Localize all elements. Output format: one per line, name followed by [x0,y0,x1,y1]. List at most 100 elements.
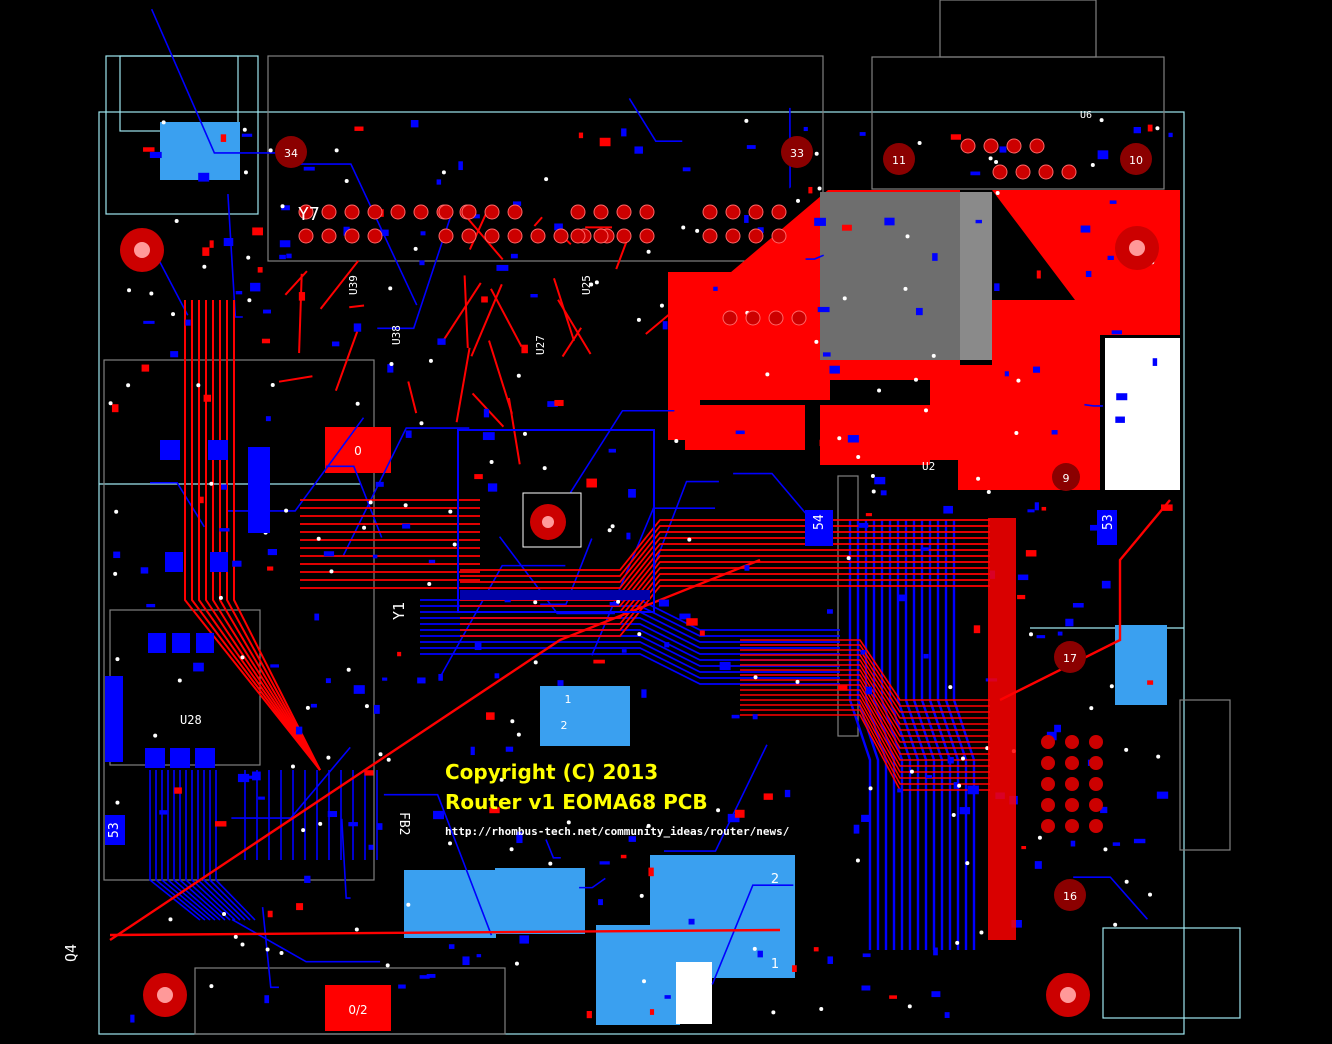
header-pin [593,204,609,220]
via [218,595,223,600]
pad-label-big-b: 0 [354,444,362,458]
smd-pad [1036,635,1046,639]
smd-pad [664,642,670,648]
smd-pad [757,950,763,958]
trace [733,472,812,520]
via [318,821,323,826]
via [905,234,910,239]
smd-pad [263,309,271,314]
via [868,786,873,791]
smd-pad [944,1012,950,1018]
smd-pad [734,809,745,818]
smd-pad [252,771,261,781]
trace [226,300,321,771]
smd-pad [368,844,374,850]
smd-pad [267,910,273,918]
smd-pad [889,995,897,999]
smd-pad [547,401,558,407]
header-pin [461,228,477,244]
via [406,902,411,907]
smd-pad [1115,416,1125,423]
via [284,508,289,513]
via [1109,684,1114,689]
smd-pad [193,662,204,672]
smd-pad [999,146,1007,153]
smd-pad [489,807,500,814]
smd-pad [826,609,833,614]
via [1016,378,1021,383]
smd-pad [1072,603,1084,608]
header-pin [507,204,523,220]
trace [740,679,990,749]
smd-pad [1070,840,1076,847]
header-pin [507,228,523,244]
smd-pad [375,481,384,487]
smd-pad [402,523,411,529]
via [452,542,457,547]
trace [740,689,990,761]
via [448,841,453,846]
smd-pad [428,559,436,564]
via [637,632,642,637]
trace [740,709,990,785]
smd-pad [267,566,274,571]
smd-pad [419,260,425,266]
smd-pad [813,947,819,952]
smd-pad [486,712,495,720]
via [544,177,549,182]
trace [342,427,470,557]
smd-pad [1147,680,1154,685]
via [716,808,721,813]
via [819,1006,824,1011]
smd-pad [1100,806,1108,814]
via [837,436,842,441]
via [516,373,521,378]
via [108,401,113,406]
db-pin [1041,735,1055,749]
smd-pad [303,166,315,171]
smd-pad [973,625,981,634]
header-pin [748,228,764,244]
header-pin [367,204,383,220]
via [842,296,847,301]
header-pin [771,204,787,220]
smd-pad [682,167,691,172]
smd-pad [1168,317,1176,324]
smd-pad [378,229,389,236]
trace [161,770,211,921]
via [344,179,349,184]
smd-pad [141,364,150,372]
smd-pad [437,338,446,345]
smd-pad [1034,861,1042,869]
via [994,160,999,165]
header-pin [791,310,807,326]
smd-pad [1025,550,1037,557]
header-pin [413,204,429,220]
via [168,917,173,922]
trace [109,928,781,937]
trace [740,649,990,713]
header-pin [321,228,337,244]
blue-footprints [105,440,1117,845]
via [246,255,251,260]
smd-pad [621,649,627,653]
via [855,858,860,863]
via [1103,847,1108,852]
header-pin [1029,138,1045,154]
smd-pad [405,430,412,438]
smd-pad [364,770,374,776]
via [771,1010,776,1015]
trace [540,538,593,606]
smd-pad [149,151,162,159]
smd-pad [911,430,921,436]
via [362,525,367,530]
via [913,377,918,382]
via [354,927,359,932]
via [222,911,227,916]
trace [645,302,684,335]
header-pin [530,228,546,244]
smd-pad [482,432,495,441]
smd-pad [1090,524,1101,531]
smd-pad [1054,724,1062,733]
